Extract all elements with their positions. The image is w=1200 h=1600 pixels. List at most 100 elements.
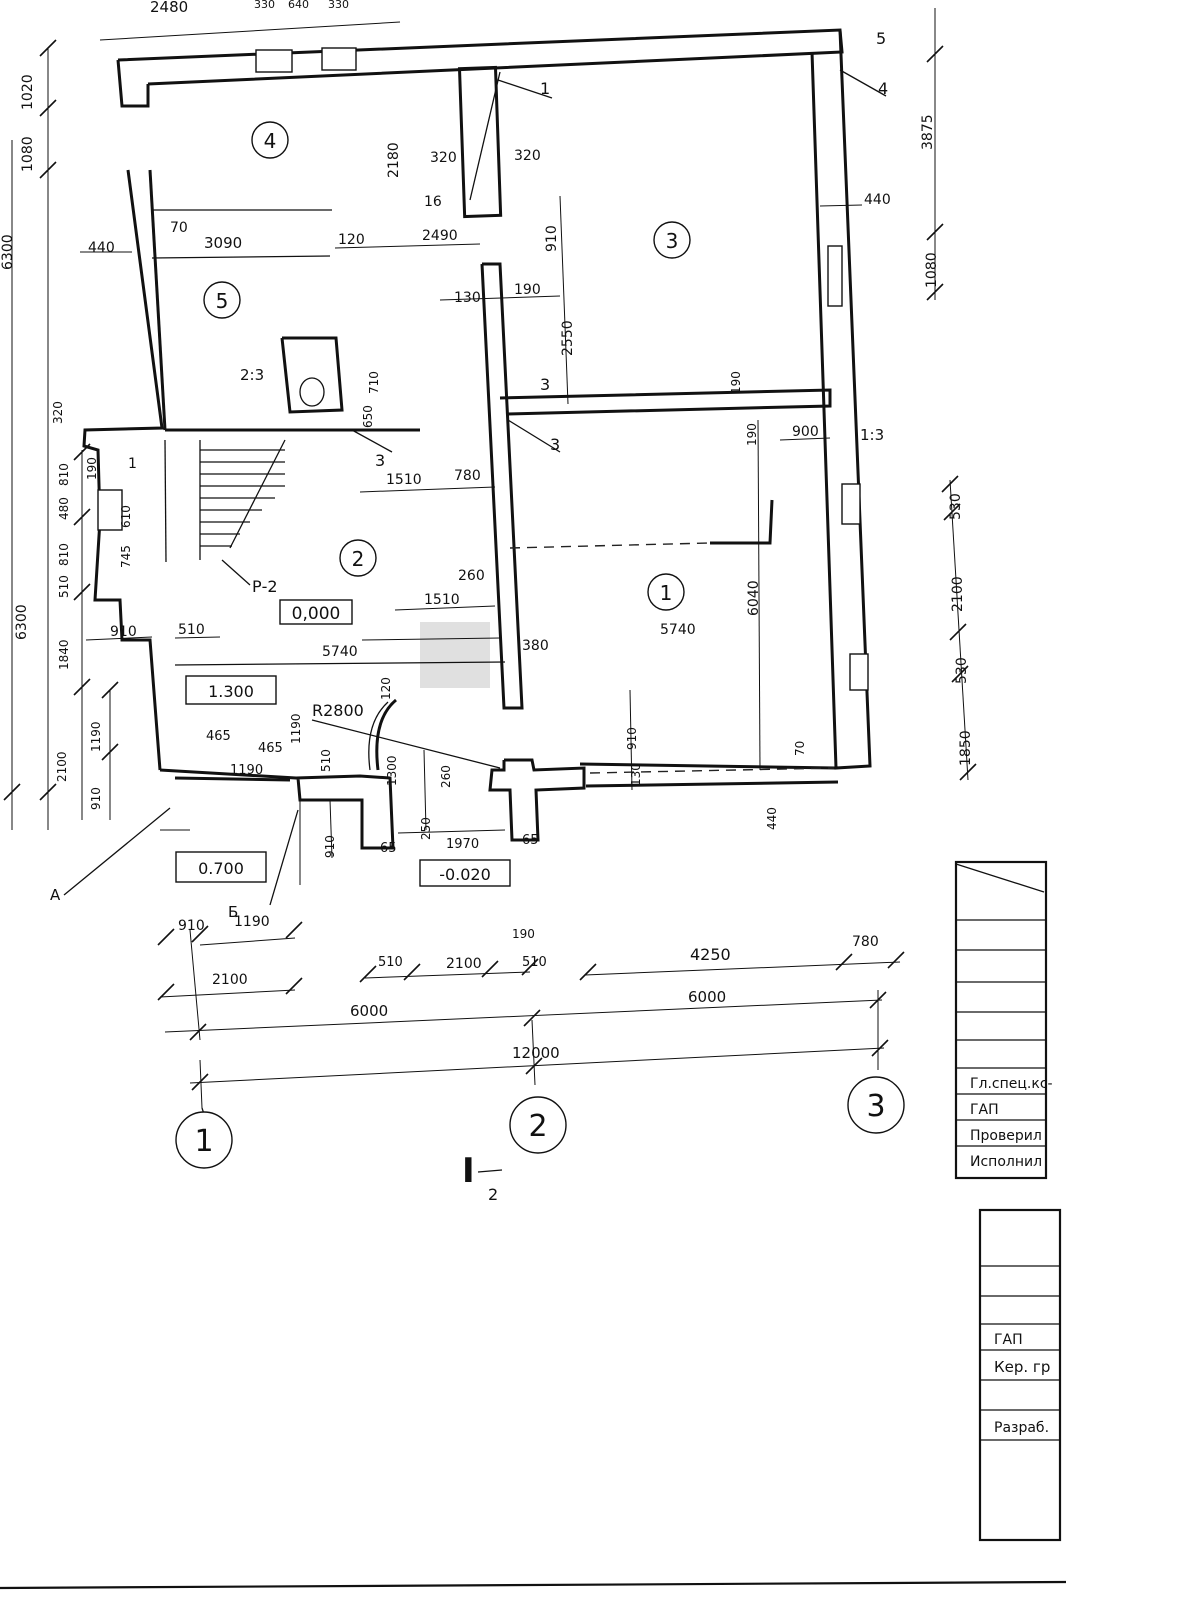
dim-bottom-190: 190 [512,927,535,941]
dim-left-1840: 1840 [57,639,71,670]
mark-4: 4 [878,79,888,98]
axis-label-1: 1 [194,1124,213,1159]
dim-380: 380 [522,638,549,654]
dim-bottom-2100: 2100 [212,972,248,988]
level-upper: 1.300 [208,682,254,701]
title-block-lower: ГАП Кер. гр Разраб. [978,1208,1062,1542]
dim-710: 710 [367,371,381,394]
ratio-1-3: 1:3 [860,426,884,444]
dim-2490: 2490 [422,228,458,244]
mark-stair-1: 1 [128,456,137,472]
dim-left-2100: 2100 [55,751,69,782]
mark-3b: 3 [550,435,560,454]
tb-row-gap: ГАП [970,1102,999,1118]
dim-left-810b: 810 [57,543,71,566]
dim-left-610: 610 [119,505,133,528]
dim-6040: 6040 [746,580,762,616]
hatched-area [420,622,490,688]
room-circle-2 [339,539,377,577]
dim-120: 120 [338,232,365,248]
ratio-2-3: 2:3 [240,366,264,384]
callout-a: А [50,886,61,904]
axis-label-3: 3 [866,1089,885,1124]
dim-top-330b: 330 [328,0,349,11]
mark-1: 1 [540,79,550,98]
axis-bubble-1 [175,1111,233,1169]
dim-left-6300: 6300 [14,604,30,640]
dim-120-vert: 120 [379,677,393,700]
dim-900: 900 [792,424,819,440]
room-markers: 4 3 5 2 1 [203,121,691,611]
level-marks: 0,000 1.300 0.700 -0.020 [175,599,511,887]
stair-flight [164,439,286,563]
dim-right-440: 440 [864,192,891,208]
dim-bottom-780: 780 [852,934,879,950]
dim-1510b: 1510 [424,592,460,608]
mark-3a: 3 [540,375,550,394]
callout-b: Б [228,903,238,921]
dim-190-vert-b: 190 [745,423,759,446]
dim-510-vert: 510 [319,749,333,772]
dim-130-vert: 130 [629,763,643,786]
room-circle-4 [251,121,289,159]
dim-320a: 320 [430,150,457,166]
dim-left-510: 510 [57,575,71,598]
dim-1300-vert: 1300 [385,755,399,786]
dim-left-910: 910 [89,787,103,810]
section-mark-label: I [462,1151,475,1191]
room-label-2: 2 [352,547,365,571]
room-label-1: 1 [660,581,673,605]
room-label-5: 5 [216,289,229,313]
dim-130: 130 [454,290,481,306]
dim-right-1080: 1080 [924,252,940,288]
mark-16: 16 [424,194,442,210]
dim-left-1190: 1190 [89,721,103,752]
dim-780: 780 [454,468,481,484]
dim-1190b: 1190 [289,713,303,744]
dim-1510: 1510 [386,472,422,488]
mark-5: 5 [876,29,886,48]
axis-bubble-3 [847,1076,905,1134]
dim-left-190: 190 [85,457,99,480]
building-walls [82,28,872,850]
dim-left-745: 745 [119,545,133,568]
title-block-upper: Гл.спец.кс- ГАП Проверил Исполнил [954,860,1053,1180]
dim-1190a: 1190 [230,763,263,778]
dimension-ticks [3,39,977,1091]
beam-line-upper [509,542,711,549]
beam-line-lower [589,767,835,774]
dim-bottom-510a: 510 [378,955,403,970]
dim-right-1850: 1850 [958,730,974,766]
dim-left-320: 320 [51,401,65,424]
radius-label: R2800 [312,701,364,720]
dim-top-330a: 330 [254,0,275,11]
dim-440-vert: 440 [765,807,779,830]
dim-260-vert: 260 [439,765,453,788]
tb-row-executed: Исполнил [970,1154,1042,1170]
dim-190-vert: 190 [729,371,743,394]
dim-2180: 2180 [386,142,402,178]
room-circle-3 [653,221,691,259]
dim-bottom-6000a: 6000 [350,1002,388,1020]
dim-left-810: 810 [57,463,71,486]
sheet-frame-bottom [0,1580,1067,1590]
dim-right-530b: 530 [954,657,970,684]
level-floor: 0,000 [292,604,341,624]
room-label-3: 3 [666,229,679,253]
dim-top-2480: 2480 [150,0,188,16]
dim-1970: 1970 [446,837,479,852]
room-circle-1 [647,573,685,611]
section-mark: I 2 [462,1151,503,1204]
dim-260: 260 [458,568,485,584]
dim-5740-right: 5740 [660,622,696,638]
dim-910-vert: 910 [625,727,639,750]
dim-right-2100: 2100 [950,576,966,612]
dim-250-vert: 250 [419,817,433,840]
dim-510-left: 510 [178,622,205,638]
dim-465a: 465 [206,729,231,744]
dim-left-6300-top: 6300 [0,234,16,270]
dim-910a: 910 [544,225,560,252]
callouts: Р-2 R2800 А Б 2:3 1:3 1 3 3 3 4 5 16 1 [50,29,888,921]
room-circle-5 [203,281,241,319]
dim-bottom-12000: 12000 [512,1044,560,1062]
